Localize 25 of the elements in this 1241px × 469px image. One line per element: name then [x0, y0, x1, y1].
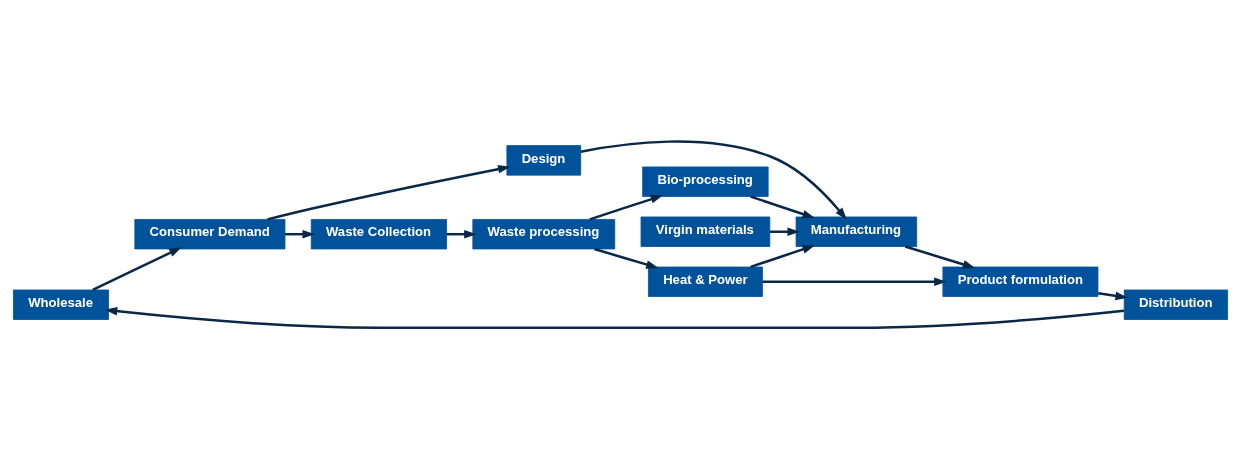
arrow — [762, 277, 947, 287]
node-box: Product formulation — [942, 266, 1099, 297]
node-box: Wholesale — [13, 289, 109, 320]
node-box: Consumer Demand — [134, 219, 286, 250]
node-box: Manufacturing — [795, 216, 918, 247]
arrow — [446, 229, 477, 239]
node-box: Design — [506, 145, 582, 176]
node-box: Bio-processing — [642, 166, 769, 197]
arrow — [750, 195, 815, 219]
node-box: Waste processing — [472, 219, 616, 250]
arrow — [267, 164, 511, 221]
arrow — [770, 227, 800, 237]
arrow — [580, 140, 847, 220]
arrow — [285, 229, 315, 239]
arrow — [92, 247, 182, 292]
arrow — [104, 306, 1125, 329]
arrow — [750, 245, 815, 269]
node-box: Heat & Power — [648, 266, 763, 297]
arrow — [904, 245, 976, 269]
node-box: Distribution — [1123, 289, 1228, 320]
arrow — [1097, 291, 1128, 301]
arrow — [589, 195, 664, 221]
arrow — [594, 247, 659, 269]
node-box: Waste Collection — [310, 219, 447, 250]
node-box: Virgin materials — [640, 216, 771, 247]
